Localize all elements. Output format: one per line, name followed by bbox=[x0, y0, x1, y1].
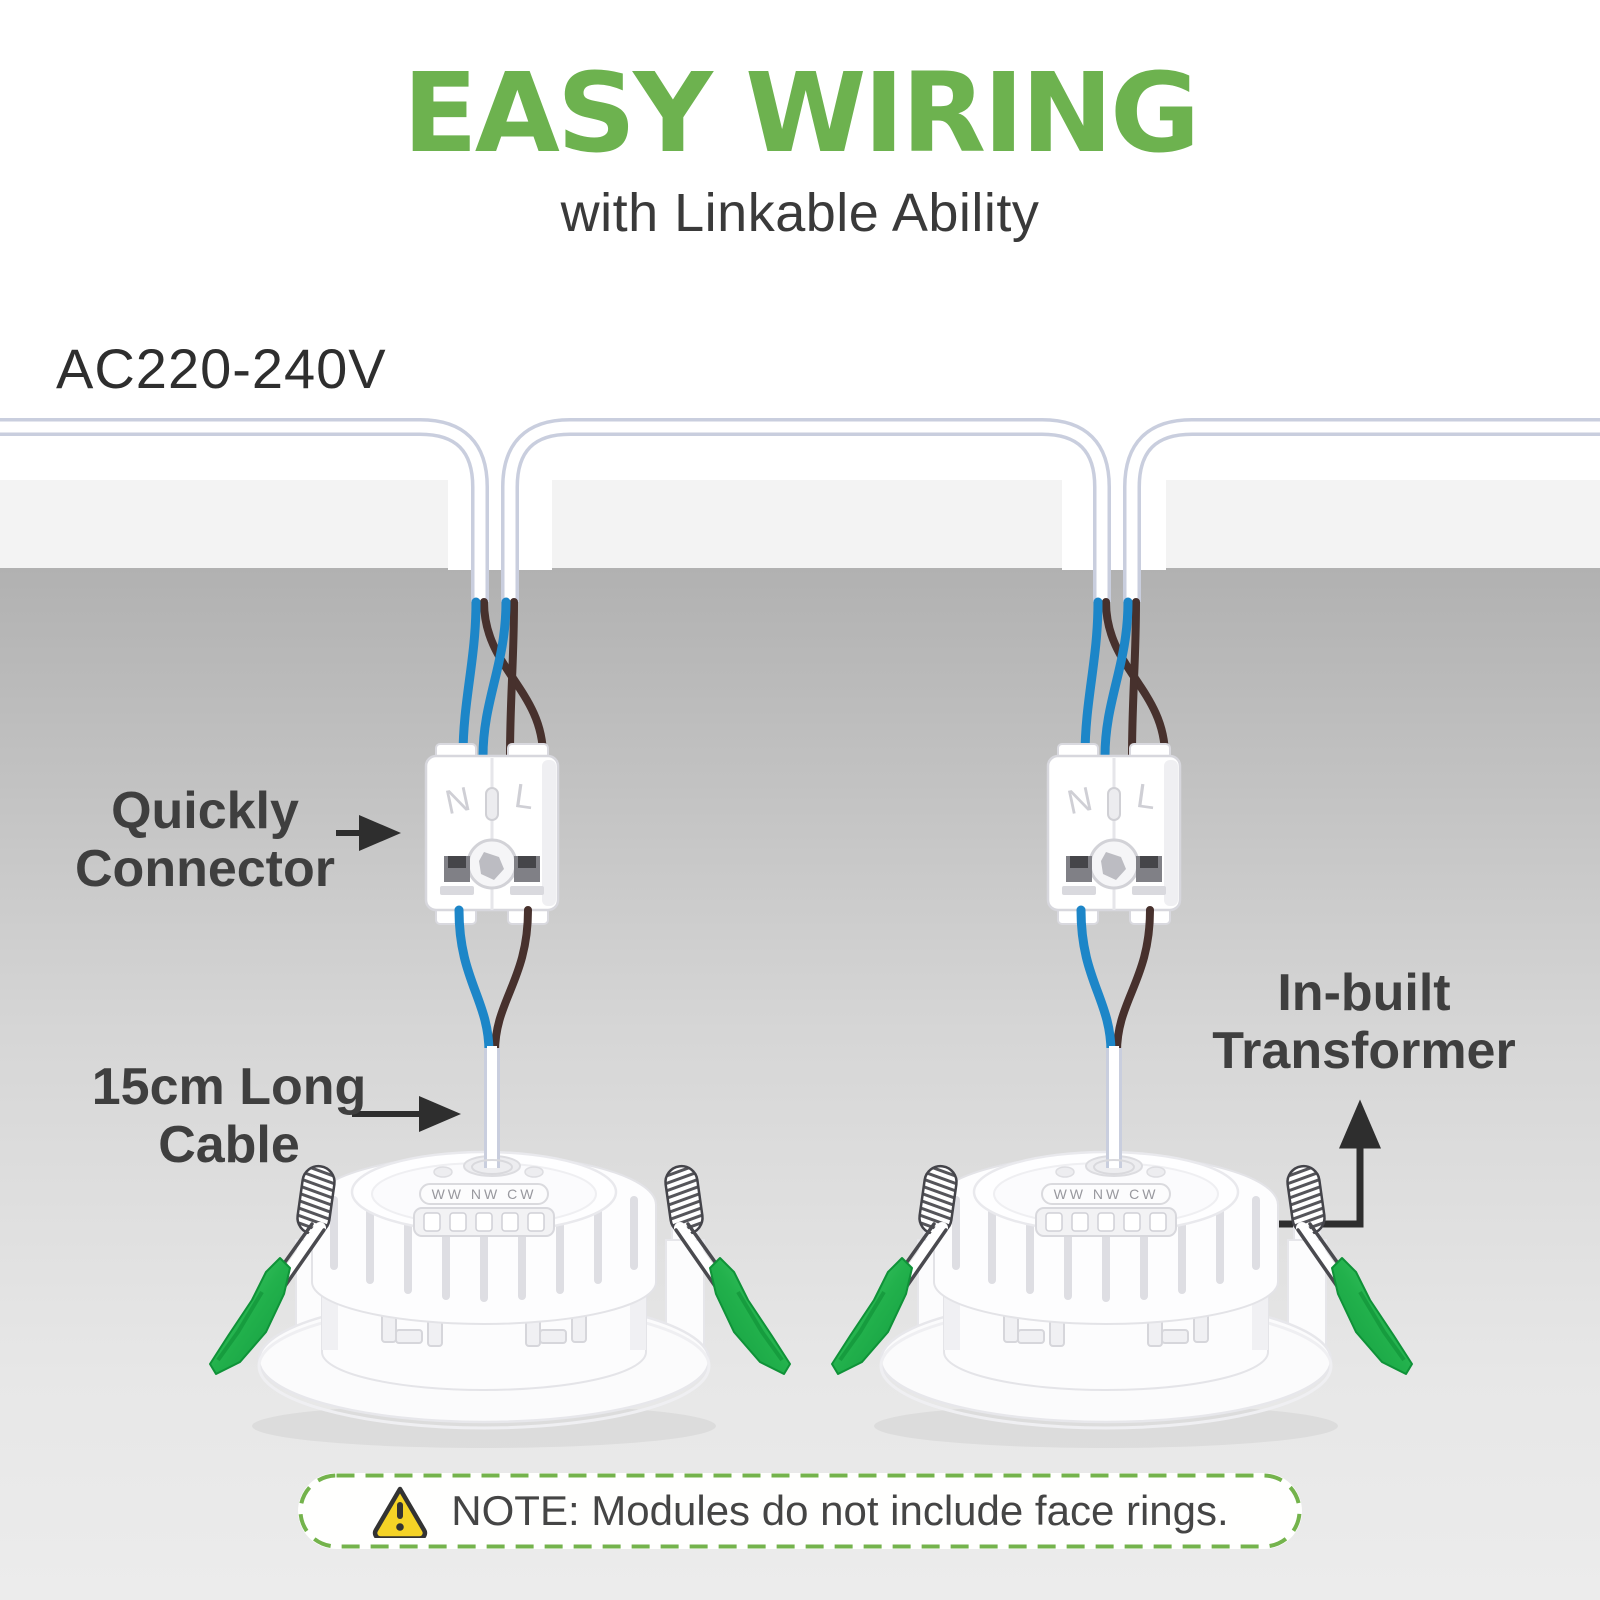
long-cable-label-line1: 15cm Long bbox=[91, 1058, 367, 1116]
transformer-label: In-built Transformer bbox=[1196, 964, 1532, 1080]
input-wires bbox=[458, 597, 547, 761]
cct-marking: WW NW CW bbox=[432, 1186, 537, 1202]
quickly-connector-label-line1: Quickly bbox=[111, 782, 299, 840]
warning-triangle-icon bbox=[373, 1486, 428, 1538]
label-arrows bbox=[336, 815, 461, 1132]
downlight-module: WW NW CW bbox=[252, 1150, 716, 1448]
transformer-label-line1: In-built bbox=[1277, 964, 1451, 1022]
spring-clip bbox=[209, 1164, 336, 1375]
long-cable-label: 15cm Long Cable bbox=[66, 1058, 392, 1174]
note-text: NOTE: Modules do not include face rings. bbox=[451, 1487, 1229, 1534]
module-cable bbox=[471, 1046, 513, 1175]
output-wires bbox=[454, 905, 532, 1057]
quick-connector: N L bbox=[424, 743, 560, 925]
voltage-label: AC220-240V bbox=[56, 337, 387, 400]
downlight-unit: N L bbox=[209, 597, 790, 1448]
note-box: NOTE: Modules do not include face rings. bbox=[298, 1473, 1302, 1549]
quickly-connector-label: Quickly Connector bbox=[52, 782, 358, 898]
long-cable-label-line2: Cable bbox=[158, 1116, 300, 1175]
quickly-connector-label-line2: Connector bbox=[75, 840, 335, 899]
transformer-label-line2: Transformer bbox=[1212, 1022, 1516, 1081]
page-title: EASY WIRING bbox=[402, 49, 1201, 177]
page-subtitle: with Linkable Ability bbox=[560, 182, 1040, 243]
mains-cables bbox=[0, 418, 1600, 602]
header: EASY WIRING with Linkable Ability bbox=[0, 49, 1600, 244]
